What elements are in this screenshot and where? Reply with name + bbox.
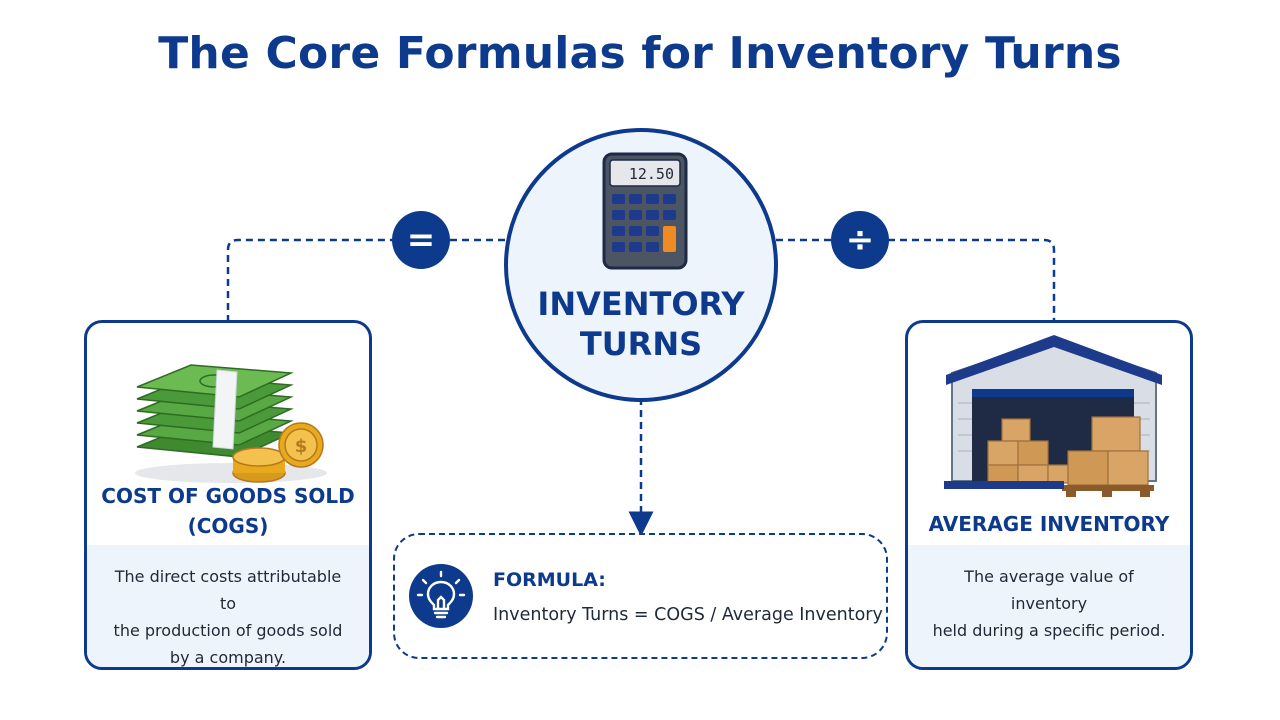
formula-text: Inventory Turns = COGS / Average Invento… xyxy=(493,605,883,625)
cogs-title: COST OF GOODS SOLD (COGS) xyxy=(87,481,369,541)
formula-box: FORMULA: Inventory Turns = COGS / Averag… xyxy=(393,533,888,659)
center-label-line2: TURNS xyxy=(579,325,703,363)
average-inventory-description-line1: The average value of inventory xyxy=(964,567,1134,613)
page-title: The Core Formulas for Inventory Turns xyxy=(158,28,1122,79)
cogs-title-line1: COST OF GOODS SOLD xyxy=(101,484,355,508)
average-inventory-description-line2: held during a specific period. xyxy=(932,621,1166,640)
lightbulb-icon xyxy=(416,570,466,619)
cogs-description-line1: The direct costs attributable to xyxy=(114,567,342,613)
cogs-description: The direct costs attributable to the pro… xyxy=(87,545,369,667)
cogs-description-panel: The direct costs attributable to the pro… xyxy=(87,545,369,667)
connector-left xyxy=(226,238,392,322)
cogs-description-line3: by a company. xyxy=(169,648,287,667)
divide-operator: ÷ xyxy=(831,211,889,269)
average-inventory-card: AVERAGE INVENTORY The average value of i… xyxy=(905,320,1193,670)
inventory-turns-node: 12.50 INVENTORY TURNS xyxy=(504,128,778,402)
calculator-icon: 12.50 xyxy=(602,152,688,270)
calculator-display: 12.50 xyxy=(629,165,674,183)
center-label-line1: INVENTORY xyxy=(537,285,745,323)
center-label: INVENTORY TURNS xyxy=(508,284,774,364)
svg-text:$: $ xyxy=(295,436,308,457)
formula-heading: FORMULA: xyxy=(493,569,606,591)
average-inventory-description: The average value of inventory held duri… xyxy=(908,545,1190,644)
lightbulb-badge xyxy=(409,564,473,628)
equals-operator: = xyxy=(392,211,450,269)
cogs-description-line2: the production of goods sold xyxy=(113,621,343,640)
warehouse-icon xyxy=(944,335,1162,497)
average-inventory-title: AVERAGE INVENTORY xyxy=(928,512,1170,536)
money-stack-icon: $ xyxy=(135,364,327,483)
connector-right xyxy=(888,238,1056,322)
cogs-card: $ COST OF GOODS SOLD (COGS) The direct c… xyxy=(84,320,372,670)
cogs-title-line2: (COGS) xyxy=(187,514,269,538)
average-inventory-description-panel: The average value of inventory held duri… xyxy=(908,545,1190,667)
